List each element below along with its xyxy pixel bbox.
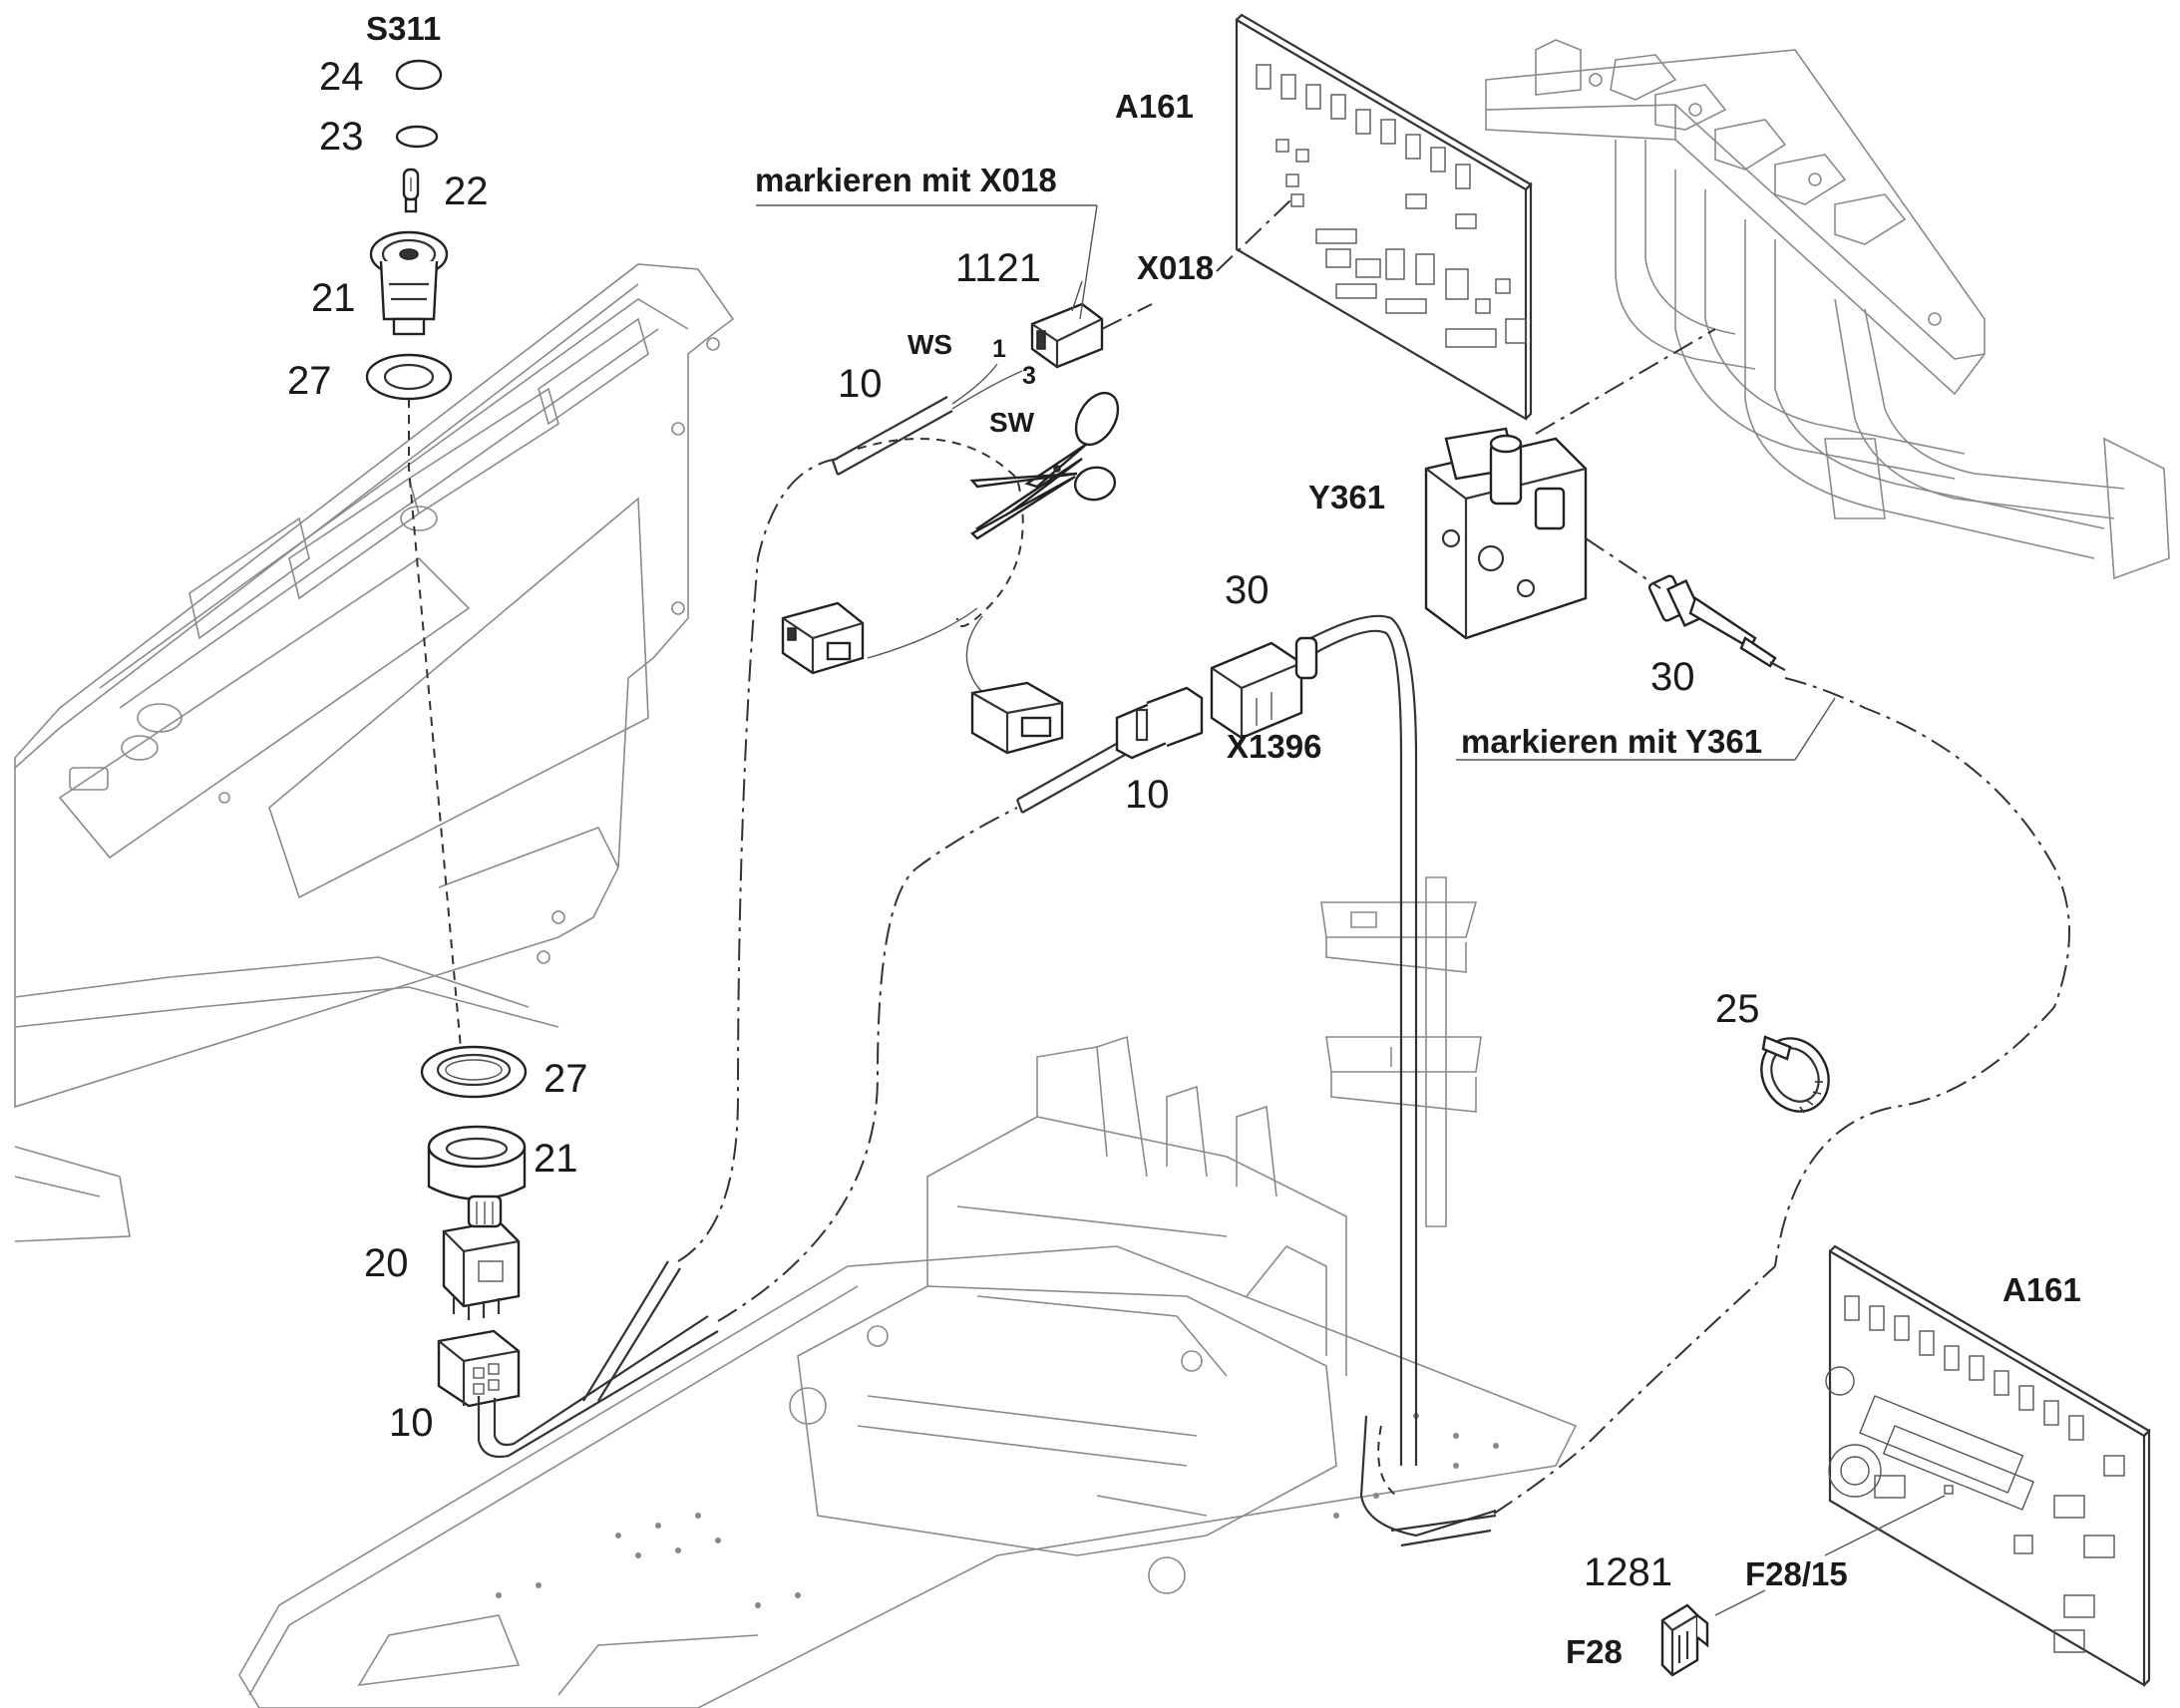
label-30-middle: 30 bbox=[1225, 568, 1270, 612]
cable-route-s311 bbox=[677, 458, 839, 1262]
connector-icon bbox=[437, 1329, 521, 1408]
connector-icon bbox=[970, 681, 1064, 755]
label-wire-ws: WS bbox=[908, 329, 952, 360]
label-x018: X018 bbox=[1137, 249, 1214, 286]
cable-route-cut bbox=[857, 438, 1024, 627]
label-y361: Y361 bbox=[1308, 479, 1385, 515]
push-switch-icon bbox=[442, 1195, 521, 1320]
label-wire-sw: SW bbox=[989, 407, 1035, 438]
label-21-top: 21 bbox=[311, 276, 356, 320]
label-10-bottom: 10 bbox=[389, 1401, 434, 1445]
hose-clamp-icon bbox=[1760, 1035, 1830, 1114]
central-mechanism bbox=[797, 1035, 1347, 1556]
label-f28: F28 bbox=[1566, 1633, 1623, 1670]
note-mark-x018: markieren mit X018 bbox=[755, 162, 1057, 198]
washer-27-bottom bbox=[420, 1045, 528, 1099]
label-a161-bottom: A161 bbox=[2002, 1271, 2081, 1308]
cable-route-x1396 bbox=[717, 807, 1018, 1322]
callout-labels: S311 24 23 22 21 27 A161 markieren mit X… bbox=[287, 10, 2081, 1670]
bottom-switch-stack bbox=[420, 1045, 528, 1408]
label-25: 25 bbox=[1715, 987, 1760, 1031]
cover-cap-24 bbox=[395, 59, 443, 91]
label-20: 20 bbox=[364, 1241, 409, 1285]
label-1281: 1281 bbox=[1584, 1550, 1672, 1594]
top-switch-stack bbox=[365, 59, 453, 401]
ring-21-bottom bbox=[427, 1125, 527, 1200]
connector-icon bbox=[781, 601, 865, 675]
leader-lines bbox=[756, 198, 1946, 1616]
label-pin-3: 3 bbox=[1022, 362, 1036, 390]
cable-route-y361-lower bbox=[1493, 1265, 1776, 1515]
label-x1396: X1396 bbox=[1227, 728, 1321, 765]
console-panel bbox=[14, 263, 735, 1242]
label-a161-top: A161 bbox=[1115, 88, 1194, 125]
label-22: 22 bbox=[444, 170, 489, 213]
connector-icon bbox=[1030, 302, 1104, 369]
label-24: 24 bbox=[319, 55, 364, 99]
label-f28-15: F28/15 bbox=[1745, 1555, 1848, 1592]
cables bbox=[477, 363, 2070, 1547]
washer-27-top bbox=[365, 353, 453, 401]
note-mark-y361: markieren mit Y361 bbox=[1461, 723, 1762, 760]
lens-holder-21 bbox=[369, 230, 449, 336]
o-ring-23 bbox=[395, 125, 439, 149]
label-1121: 1121 bbox=[955, 246, 1041, 290]
label-10-top: 10 bbox=[838, 362, 883, 406]
label-23: 23 bbox=[319, 115, 364, 159]
label-21-bottom: 21 bbox=[534, 1137, 578, 1181]
scissors-icon bbox=[969, 391, 1120, 540]
connector-icon bbox=[1115, 686, 1204, 760]
chassis-plate bbox=[238, 1245, 1578, 1708]
blade-fuse-icon bbox=[1660, 1603, 1709, 1677]
label-27-top: 27 bbox=[287, 359, 332, 403]
label-10-middle: 10 bbox=[1125, 773, 1170, 817]
circuit-board-icon bbox=[1825, 1244, 2151, 1687]
bulb-22 bbox=[402, 168, 420, 213]
circuit-board-icon bbox=[1235, 13, 1533, 421]
cable-route-y361 bbox=[1774, 677, 2070, 1267]
plate-holes bbox=[496, 1413, 1499, 1608]
label-pin-1: 1 bbox=[992, 335, 1006, 363]
valve-block-icon bbox=[1424, 427, 1588, 640]
label-s311: S311 bbox=[366, 10, 441, 47]
board-components bbox=[1256, 64, 1527, 348]
assembly-axis-line bbox=[408, 399, 465, 1083]
hydraulic-manifold bbox=[1485, 39, 2170, 580]
label-30-right: 30 bbox=[1650, 655, 1695, 699]
cable-bracket bbox=[1320, 876, 1482, 1227]
label-27-bottom: 27 bbox=[544, 1057, 588, 1101]
connector-icon bbox=[1210, 636, 1318, 740]
board-components bbox=[1825, 1295, 2125, 1653]
